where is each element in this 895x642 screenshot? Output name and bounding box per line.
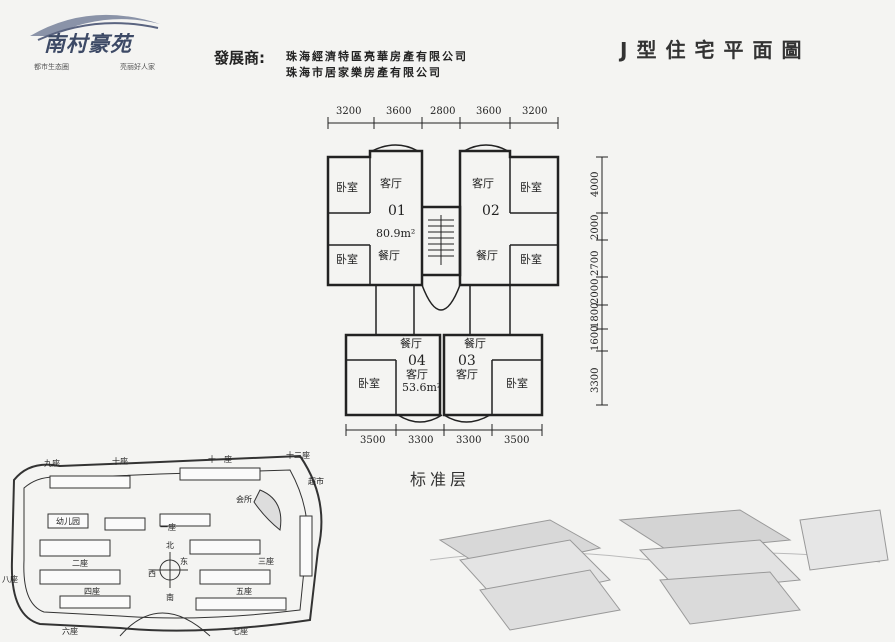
top-dim-2: 3600 [386, 106, 411, 117]
right-dim-1: 4000 [590, 172, 601, 197]
developer-label: 發展商: [214, 49, 265, 67]
room-bedroom-01b: 卧室 [336, 252, 358, 266]
developer-line-2: 珠海市居家樂房產有限公司 [286, 66, 442, 79]
site-building-7: 七座 [232, 626, 248, 636]
room-dining-02: 餐厅 [476, 248, 498, 262]
room-bedroom-01a: 卧室 [336, 180, 358, 194]
axonometric-views [429, 509, 889, 631]
right-dim-6: 1600 [590, 326, 601, 351]
top-dim-4: 3600 [476, 106, 501, 117]
unit-number-03: 03 [458, 353, 476, 369]
site-building-5: 五座 [236, 586, 252, 596]
top-dim-3: 2800 [430, 106, 455, 117]
bottom-dim-1: 3500 [360, 435, 385, 446]
logo-subtitle-right: 亮丽好人家 [120, 63, 155, 71]
top-dim-5: 3200 [522, 106, 547, 117]
site-clubhouse: 会所 [236, 494, 252, 504]
right-dim-2: 2000 [590, 215, 601, 240]
room-bedroom-03: 卧室 [506, 376, 528, 390]
site-building-12: 十二座 [286, 450, 310, 460]
site-building-11: 十一座 [208, 454, 232, 464]
site-building-9: 九座 [44, 458, 60, 468]
compass-west: 西 [148, 569, 156, 578]
unit-area-04: 53.6m² [402, 381, 441, 394]
top-dim-1: 3200 [336, 106, 361, 117]
site-kindergarten: 幼儿园 [56, 516, 80, 526]
logo-subtitle-left: 都市生态圈 [34, 63, 69, 71]
room-living-02: 客厅 [472, 176, 494, 190]
bottom-dim-3: 3300 [456, 435, 481, 446]
site-building-1: 一座 [160, 522, 176, 532]
room-living-04: 客厅 [406, 367, 428, 381]
room-bedroom-02b: 卧室 [520, 252, 542, 266]
unit-number-04: 04 [408, 353, 426, 369]
compass-south: 南 [166, 592, 174, 602]
bottom-dim-2: 3300 [408, 435, 433, 446]
room-bedroom-04: 卧室 [358, 376, 380, 390]
developer-line-1: 珠海經濟特區亮華房產有限公司 [286, 50, 468, 63]
site-building-10: 十座 [112, 456, 128, 466]
room-dining-03: 餐厅 [464, 336, 486, 350]
right-dim-3: 2700 [590, 251, 601, 276]
room-dining-04: 餐厅 [400, 336, 422, 350]
site-building-2: 二座 [72, 558, 88, 568]
room-living-01: 客厅 [380, 176, 402, 190]
room-living-03: 客厅 [456, 367, 478, 381]
right-dim-4: 2000 [590, 279, 601, 304]
site-building-6: 六座 [62, 626, 78, 636]
site-building-8: 八座 [2, 574, 18, 584]
site-building-3: 三座 [258, 556, 274, 566]
unit-number-02: 02 [482, 203, 500, 219]
right-dim-5: 1800 [590, 303, 601, 328]
compass-north: 北 [166, 541, 174, 550]
compass-east: 东 [180, 556, 188, 566]
room-bedroom-02a: 卧室 [520, 180, 542, 194]
site-building-4: 四座 [84, 586, 100, 596]
site-plan: 北 南 东 西 一座 二座 三座 四座 五座 六座 七座 八座 九座 十座 十一… [2, 450, 324, 637]
unit-number-01: 01 [388, 203, 406, 219]
unit-area-01: 80.9m² [376, 227, 415, 240]
logo [30, 14, 160, 41]
bottom-dim-4: 3500 [504, 435, 529, 446]
site-supermarket: 超市 [308, 476, 324, 486]
right-dim-7: 3300 [590, 368, 601, 393]
page-title: J型住宅平面圖 [620, 38, 811, 62]
floor-caption: 标准层 [410, 470, 471, 489]
floor-plan: 3200 3600 2800 3600 3200 4000 2000 2700 … [326, 106, 608, 446]
logo-title: 南村豪苑 [44, 31, 132, 56]
room-dining-01: 餐厅 [378, 248, 400, 262]
